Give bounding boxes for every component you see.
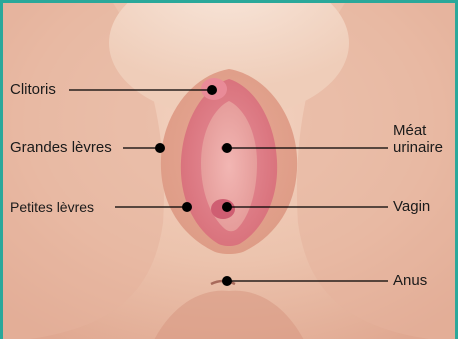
meat-label-line1: Méat: [393, 123, 426, 139]
petites-levres-dot: [182, 202, 192, 212]
meat-label-line2: urinaire: [393, 140, 443, 156]
vagin-dot: [222, 202, 232, 212]
vagin-label: Vagin: [393, 199, 430, 215]
anatomy-illustration: [3, 3, 455, 339]
anus-label: Anus: [393, 273, 427, 289]
petites-levres-label: Petites lèvres: [10, 199, 94, 215]
meat-dot: [222, 143, 232, 153]
anus-dot: [222, 276, 232, 286]
grandes-levres-dot: [155, 143, 165, 153]
clitoris-dot: [207, 85, 217, 95]
clitoris-label: Clitoris: [10, 82, 56, 98]
grandes-levres-label: Grandes lèvres: [10, 140, 112, 156]
